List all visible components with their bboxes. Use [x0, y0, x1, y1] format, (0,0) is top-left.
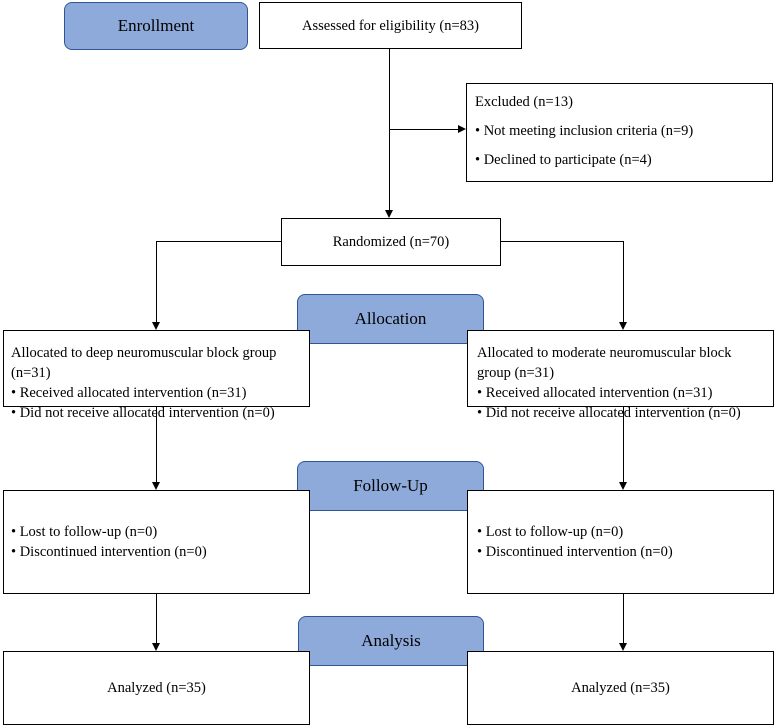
followup-left-item: • Discontinued intervention (n=0)	[11, 544, 207, 560]
analysis-left-box: Analyzed (n=35)	[3, 651, 310, 725]
followup-left-box: • Lost to follow-up (n=0) • Discontinued…	[3, 490, 310, 594]
randomized-text: Randomized (n=70)	[332, 234, 450, 250]
connector-line	[156, 241, 157, 322]
arrow-head	[152, 322, 160, 330]
stage-followup: Follow-Up	[297, 461, 484, 511]
excluded-title: Excluded (n=13)	[475, 94, 573, 110]
allocation-right-title: Allocated to moderate neuromuscular bloc…	[477, 345, 732, 381]
connector-line	[501, 241, 623, 242]
stage-allocation: Allocation	[297, 294, 484, 344]
connector-line	[156, 407, 157, 482]
allocation-left-title: Allocated to deep neuromuscular block gr…	[11, 345, 277, 381]
connector-line	[623, 407, 624, 482]
excluded-item: • Declined to participate (n=4)	[475, 152, 652, 168]
allocation-right-item: • Did not receive allocated intervention…	[477, 405, 741, 421]
followup-left-item: • Lost to follow-up (n=0)	[11, 524, 158, 540]
arrow-head	[152, 643, 160, 651]
arrow-head	[458, 125, 466, 133]
allocation-left-item: • Did not receive allocated intervention…	[11, 405, 275, 421]
connector-line	[389, 129, 458, 130]
arrow-head	[385, 210, 393, 218]
allocation-left-item: • Received allocated intervention (n=31)	[11, 385, 247, 401]
allocation-left-box: Allocated to deep neuromuscular block gr…	[3, 330, 310, 421]
followup-right-box: • Lost to follow-up (n=0) • Discontinued…	[467, 490, 774, 594]
analysis-right-text: Analyzed (n=35)	[571, 680, 670, 696]
stage-enrollment-label: Enrollment	[117, 16, 195, 35]
stage-enrollment: Enrollment	[64, 2, 248, 50]
connector-line	[623, 594, 624, 643]
followup-right-item: • Lost to follow-up (n=0)	[477, 524, 624, 540]
stage-allocation-label: Allocation	[354, 309, 427, 328]
connector-line	[156, 241, 281, 242]
followup-right-item: • Discontinued intervention (n=0)	[477, 544, 673, 560]
allocation-right-item: • Received allocated intervention (n=31)	[477, 385, 713, 401]
connector-line	[156, 594, 157, 643]
stage-analysis: Analysis	[298, 616, 484, 666]
allocation-right-box: Allocated to moderate neuromuscular bloc…	[467, 330, 774, 421]
stage-followup-label: Follow-Up	[353, 476, 428, 495]
arrow-head	[619, 482, 627, 490]
analysis-right-box: Analyzed (n=35)	[467, 651, 774, 725]
arrow-head	[619, 322, 627, 330]
stage-analysis-label: Analysis	[361, 631, 421, 650]
analysis-left-text: Analyzed (n=35)	[107, 680, 206, 696]
randomized-box: Randomized (n=70)	[281, 218, 501, 266]
excluded-box: Excluded (n=13) • Not meeting inclusion …	[466, 83, 773, 182]
assessed-box: Assessed for eligibility (n=83)	[259, 2, 522, 49]
arrow-head	[152, 482, 160, 490]
connector-line	[623, 241, 624, 322]
excluded-item: • Not meeting inclusion criteria (n=9)	[475, 123, 694, 139]
arrow-head	[619, 643, 627, 651]
assessed-text: Assessed for eligibility (n=83)	[302, 17, 479, 34]
